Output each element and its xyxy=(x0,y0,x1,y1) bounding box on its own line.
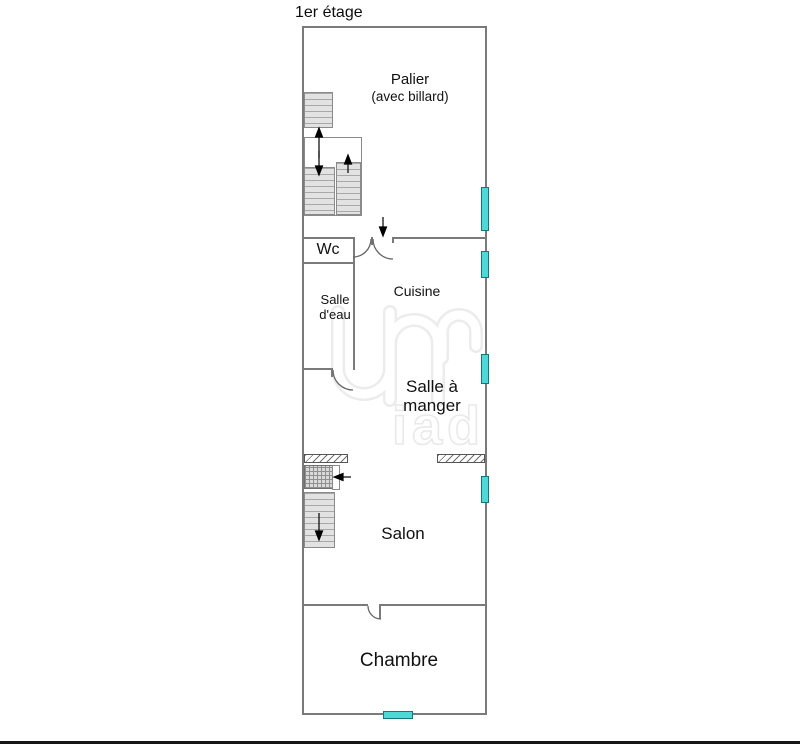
salle-deau-line1: Salle xyxy=(320,292,350,307)
beam-hatched-right xyxy=(437,454,485,463)
bottom-divider-line xyxy=(0,741,800,744)
plan-title: 1er étage xyxy=(295,4,363,21)
beam-hatched-left xyxy=(304,454,348,463)
door-jamb-salledeau xyxy=(331,368,333,377)
stair-flight-left xyxy=(304,167,335,215)
palier-name: Palier xyxy=(390,71,430,88)
wall-wc-salledeau-right xyxy=(353,237,355,370)
stair-salon-lower xyxy=(304,492,335,548)
room-label-chambre: Chambre xyxy=(359,650,439,671)
room-label-salle-a-manger: Salle à manger xyxy=(403,377,461,415)
wall-salon-chambre-right xyxy=(381,604,485,606)
window-cuisine xyxy=(481,251,489,278)
stair-flight-upper xyxy=(304,92,333,128)
outer-wall-top xyxy=(302,26,487,28)
outer-wall-left xyxy=(302,26,304,715)
window-chambre xyxy=(383,711,413,719)
stair-flight-right xyxy=(336,162,361,215)
window-salle-a-manger xyxy=(481,354,489,384)
door-jamb-wc-cuisine xyxy=(371,237,373,245)
wall-palier-wc xyxy=(304,237,353,239)
stair-salon-strip xyxy=(332,465,340,490)
stair-salon-upper xyxy=(304,465,333,489)
wall-palier-cuisine xyxy=(393,237,485,239)
door-leaf-chambre xyxy=(379,604,381,619)
salle-a-manger-line2: manger xyxy=(403,396,461,416)
room-label-salle-deau: Salle d'eau xyxy=(319,292,351,322)
door-jamb-cuisine-right xyxy=(392,237,394,243)
window-salon xyxy=(481,476,489,503)
window-palier xyxy=(481,187,489,231)
salle-deau-line2: d'eau xyxy=(319,306,351,322)
wall-salledeau-bottom xyxy=(304,368,333,370)
room-label-wc: Wc xyxy=(316,241,340,258)
watermark-text: iad xyxy=(392,396,485,456)
salle-a-manger-line1: Salle à xyxy=(406,377,458,396)
room-label-palier: Palier (avec billard) xyxy=(371,71,449,104)
wall-wc-bottom xyxy=(304,262,355,264)
room-label-cuisine: Cuisine xyxy=(393,283,441,299)
palier-note: (avec billard) xyxy=(371,88,449,104)
room-label-salon: Salon xyxy=(381,524,425,543)
wall-salon-chambre-left xyxy=(304,604,368,606)
